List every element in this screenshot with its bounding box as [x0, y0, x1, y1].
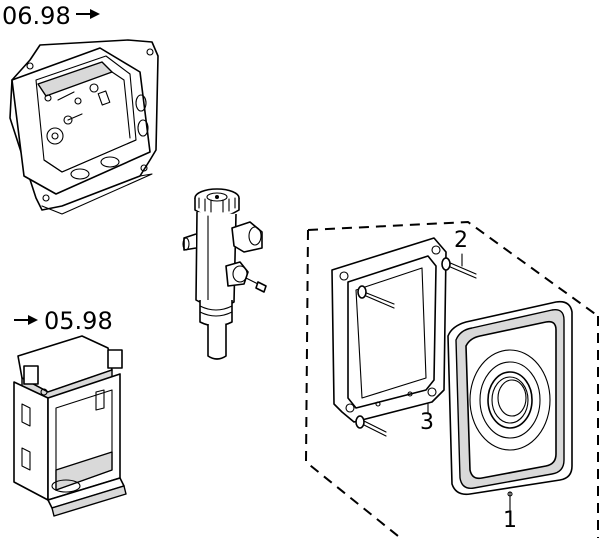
screw	[355, 415, 387, 437]
cover-plate	[447, 300, 573, 496]
arrow-right-icon	[76, 9, 100, 19]
date-label-bottom: 05.98	[44, 307, 113, 335]
flush-valve	[182, 188, 267, 360]
mounting-box-0598	[13, 335, 127, 517]
part-number-2: 2	[454, 228, 468, 253]
mounting-frame	[331, 237, 447, 423]
part-number-3: 3	[420, 410, 434, 435]
mounting-box-0698	[9, 39, 159, 215]
kit-outline	[304, 220, 599, 538]
part-number-1: 1	[503, 508, 517, 533]
screw	[357, 285, 395, 309]
arrow-right-icon	[14, 315, 38, 325]
date-label-top: 06.98	[2, 2, 71, 30]
screw	[441, 257, 477, 279]
